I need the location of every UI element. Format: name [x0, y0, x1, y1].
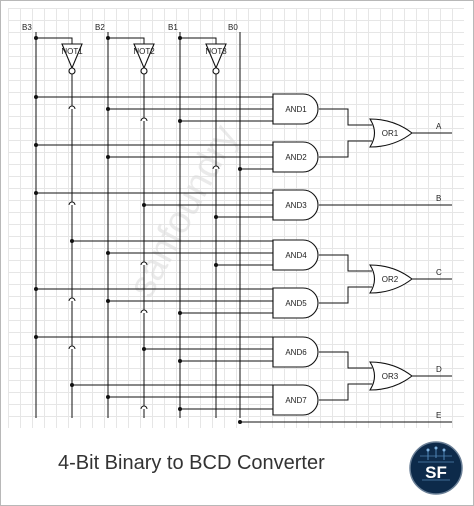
or-gate-label: OR3 [382, 372, 399, 381]
and-gate-4: AND4 [272, 239, 319, 271]
input-label-b1: B1 [168, 23, 178, 32]
and-gate-label: AND7 [285, 396, 307, 405]
input-label-b0: B0 [228, 23, 238, 32]
output-label-d: D [436, 365, 442, 374]
sanfoundry-logo-icon: SF [409, 441, 463, 495]
diagram-caption: 4-Bit Binary to BCD Converter [58, 452, 325, 474]
and-gate-1: AND1 [272, 93, 319, 125]
or-gate-1: OR1 [369, 118, 413, 148]
watermark: sanfoundry [121, 118, 246, 304]
not-gate-2: NOT2 [133, 43, 155, 75]
not-gate-1: NOT1 [61, 43, 83, 75]
or-gate-2: OR2 [369, 264, 413, 294]
output-label-e: E [436, 411, 441, 420]
input-label-b2: B2 [95, 23, 105, 32]
and-gate-label: AND3 [285, 201, 307, 210]
and-gate-label: AND5 [285, 299, 307, 308]
or-gate-label: OR1 [382, 129, 399, 138]
output-label-a: A [436, 122, 442, 131]
and-gate-6: AND6 [272, 336, 319, 368]
and-gate-2: AND2 [272, 141, 319, 173]
input-label-b3: B3 [22, 23, 32, 32]
logo-text: SF [425, 463, 447, 482]
wires [35, 32, 452, 423]
or-gate-3: OR3 [369, 361, 413, 391]
not-gate-label: NOT1 [61, 47, 83, 56]
not-gate-label: NOT2 [133, 47, 155, 56]
grid-background [8, 8, 464, 428]
output-label-b: B [436, 194, 441, 203]
and-gate-7: AND7 [272, 384, 319, 416]
output-label-c: C [436, 268, 442, 277]
not-gate-3: NOT3 [205, 43, 227, 75]
and-gate-3: AND3 [272, 189, 319, 221]
and-gate-label: AND6 [285, 348, 307, 357]
and-gate-label: AND4 [285, 251, 307, 260]
and-gate-label: AND1 [285, 105, 307, 114]
and-gate-label: AND2 [285, 153, 307, 162]
and-gate-5: AND5 [272, 287, 319, 319]
or-gate-label: OR2 [382, 275, 399, 284]
wire-crossings [68, 105, 220, 410]
not-gate-label: NOT3 [205, 47, 227, 56]
junctions [34, 36, 242, 424]
